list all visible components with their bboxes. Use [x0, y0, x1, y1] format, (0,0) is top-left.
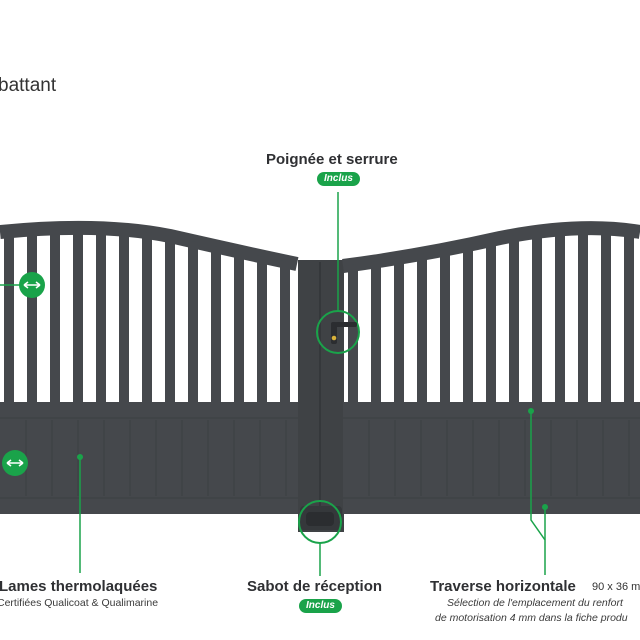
page-title: battant: [0, 75, 57, 96]
shoe-callout: [298, 500, 342, 576]
right-gate-leaf: [342, 221, 640, 514]
crossbar-label: Traverse horizontale: [430, 578, 576, 595]
callout-dot-icon: [528, 408, 548, 575]
pickets-right: [348, 230, 634, 410]
handle-label: Poignée et serrure: [266, 151, 398, 168]
handle-included-badge: Inclus: [317, 172, 360, 186]
center-post: [298, 260, 344, 532]
callout-dot-icon: [77, 454, 83, 573]
slats-label: Lames thermolaquées: [0, 578, 158, 595]
shoe-included-badge: Inclus: [299, 599, 342, 613]
crossbar-dimensions: 90 x 36 m: [592, 581, 640, 593]
crossbar-note-line1: Sélection de l'emplacement du renfort: [447, 597, 623, 609]
left-gate-leaf: [0, 220, 299, 514]
slats-sublabel: Certifiées Qualicoat & Qualimarine: [0, 597, 159, 609]
pickets-left: [4, 230, 290, 410]
shoe-label: Sabot de réception: [247, 578, 383, 595]
width-arrow-icon: [2, 450, 28, 476]
crossbar-note-line2: de motorisation 4 mm dans la fiche produ: [435, 612, 628, 624]
handle-lock-icon: [316, 192, 360, 354]
width-arrow-icon: [0, 272, 45, 298]
